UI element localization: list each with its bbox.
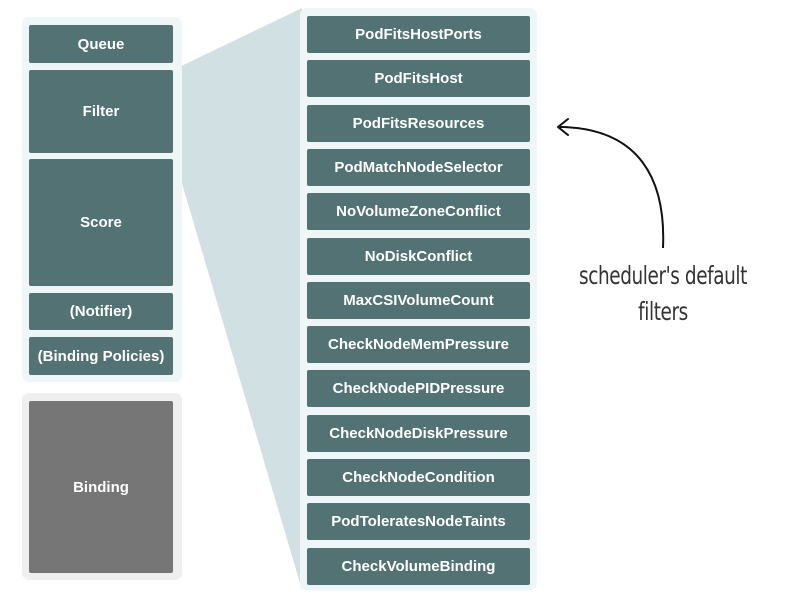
filter-item: CheckNodePIDPressure xyxy=(307,370,530,407)
stage-queue: Queue xyxy=(29,25,173,63)
zoom-wedge xyxy=(173,8,302,590)
annotation-line-1: scheduler's default xyxy=(579,261,747,290)
filter-item: CheckNodeCondition xyxy=(307,459,530,496)
filter-item: PodFitsResources xyxy=(307,105,530,142)
filter-item: NoDiskConflict xyxy=(307,238,530,275)
stage-notifier: (Notifier) xyxy=(29,293,173,330)
annotation-text: scheduler's default filters xyxy=(569,258,758,330)
annotation-line-2: filters xyxy=(638,297,688,326)
stage-binding-policies: (Binding Policies) xyxy=(29,337,173,375)
curved-arrow-left-icon xyxy=(557,118,665,249)
filter-item: PodToleratesNodeTaints xyxy=(307,503,530,540)
filter-item: CheckNodeDiskPressure xyxy=(307,415,530,452)
filter-item: PodFitsHostPorts xyxy=(307,16,530,53)
filter-item: MaxCSIVolumeCount xyxy=(307,282,530,319)
stage-filter: Filter xyxy=(29,70,173,153)
filter-item: CheckVolumeBinding xyxy=(307,548,530,585)
stage-binding: Binding xyxy=(29,401,173,573)
stage-score: Score xyxy=(29,159,173,286)
filter-item: PodFitsHost xyxy=(307,60,530,97)
filter-item: NoVolumeZoneConflict xyxy=(307,193,530,230)
filter-item: PodMatchNodeSelector xyxy=(307,149,530,186)
filter-item: CheckNodeMemPressure xyxy=(307,326,530,363)
